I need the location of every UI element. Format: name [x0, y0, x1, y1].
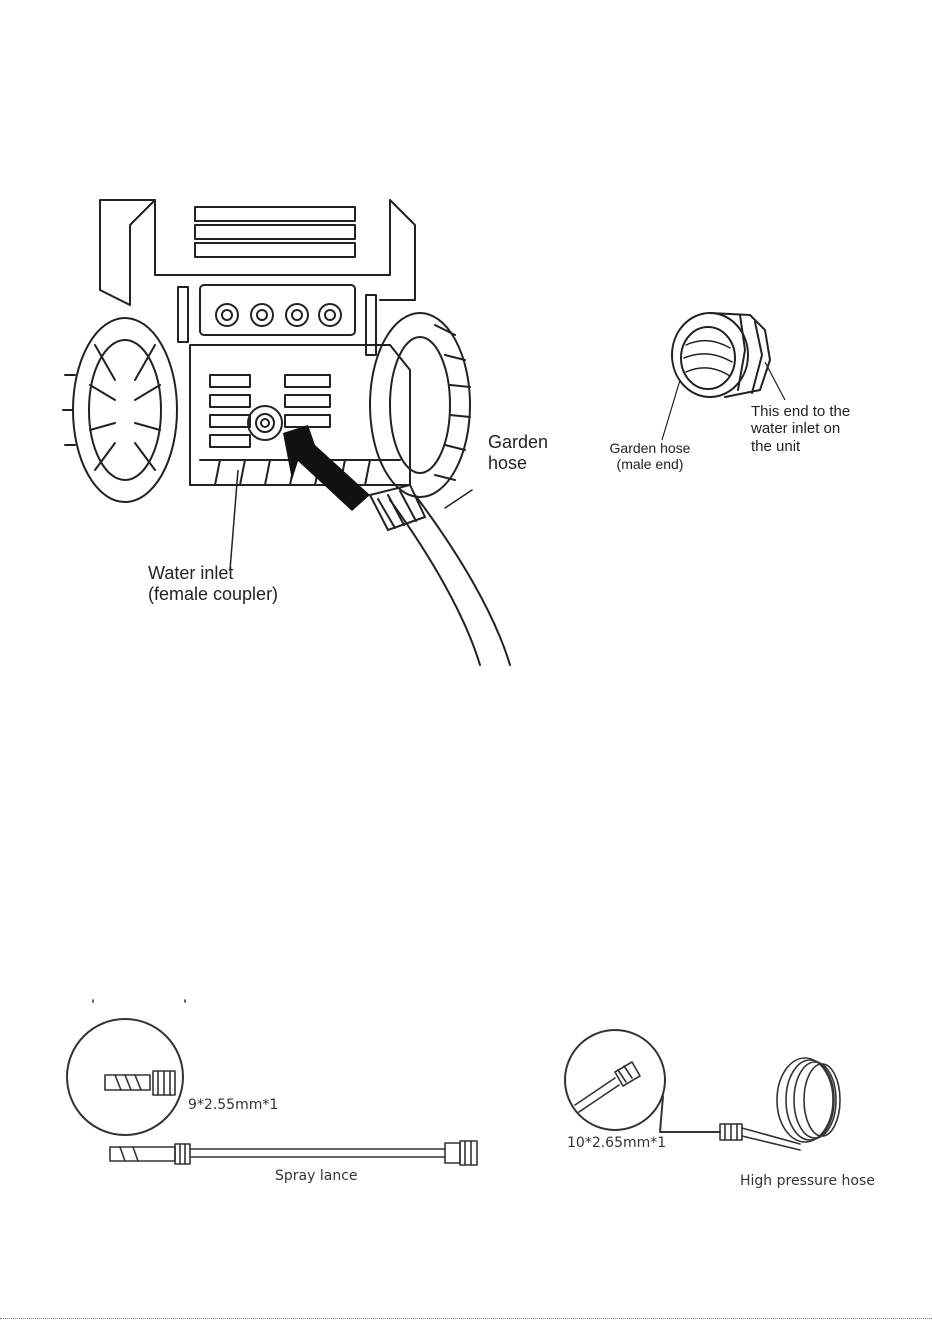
page-bottom-rule [0, 1318, 932, 1319]
garden-hose-label-line2: hose [488, 453, 548, 474]
male-end-label: Garden hose (male end) [600, 440, 700, 472]
garden-hose-label: Garden hose [488, 432, 548, 473]
spray-lance-label: Spray lance [275, 1168, 358, 1184]
unit-end-label-line2: water inlet on [751, 420, 850, 437]
high-pressure-hose-spec: 10*2.65mm*1 [567, 1135, 666, 1151]
spray-lance-spec: 9*2.55mm*1 [188, 1097, 278, 1113]
spray-lance-illustration [65, 995, 495, 1175]
water-inlet-label-line2: (female coupler) [148, 584, 278, 605]
garden-hose-label-line1: Garden [488, 432, 548, 453]
unit-end-label-line1: This end to the [751, 403, 850, 420]
male-end-label-line1: Garden hose [600, 440, 700, 456]
high-pressure-hose-label: High pressure hose [740, 1173, 875, 1189]
water-inlet-label-line1: Water inlet [148, 563, 278, 584]
unit-end-label: This end to the water inlet on the unit [751, 403, 850, 455]
male-end-label-line2: (male end) [600, 456, 700, 472]
water-inlet-label: Water inlet (female coupler) [148, 563, 278, 604]
unit-end-label-line3: the unit [751, 438, 850, 455]
